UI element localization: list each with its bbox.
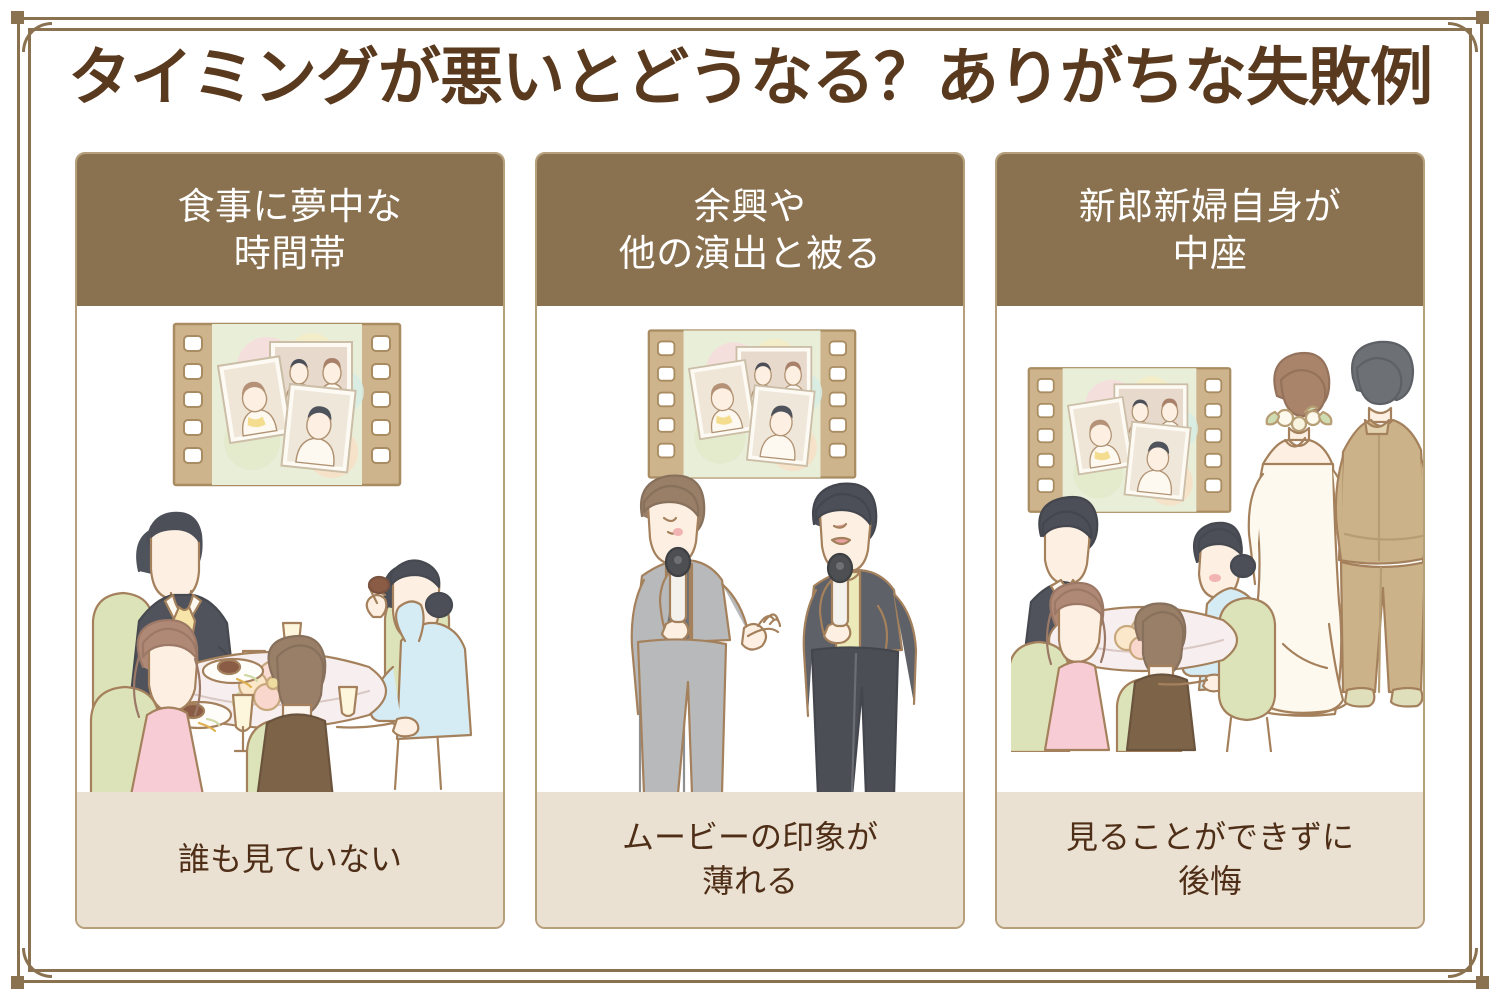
card-header: 食事に夢中な 時間帯: [77, 154, 503, 306]
card-dining-time: 食事に夢中な 時間帯: [75, 152, 505, 929]
card-illustration-dining: [77, 306, 503, 792]
failure-examples-card-group: 食事に夢中な 時間帯: [75, 152, 1425, 929]
card-header-line-1: 新郎新婦自身が: [1078, 185, 1342, 227]
card-header: 新郎新婦自身が 中座: [997, 154, 1423, 306]
corner-ornament-bottom-right: [1445, 945, 1489, 989]
card-couple-away-from-seat: 新郎新婦自身が 中座: [995, 152, 1425, 929]
card-header: 余興や 他の演出と被る: [537, 154, 963, 306]
card-footer: 見ることができずに 後悔: [997, 792, 1423, 927]
card-illustration-speech: [537, 306, 963, 792]
two-speakers-with-microphones-illustration: [630, 474, 918, 792]
card-footer-line-1: 見ることができずに: [1065, 819, 1354, 856]
seated-guests-illustration: [1011, 495, 1277, 752]
card-header-line-1: 食事に夢中な: [177, 185, 403, 227]
corner-arc-icon: [22, 948, 52, 978]
corner-square-icon: [11, 976, 24, 989]
corner-square-icon: [11, 11, 24, 24]
card-header-line-2: 他の演出と被る: [618, 233, 882, 274]
card-footer-line-1: 誰も見ていない: [177, 840, 402, 877]
corner-square-icon: [1476, 11, 1489, 24]
card-footer: ムービーの印象が 薄れる: [537, 792, 963, 927]
card-header-line-2: 中座: [1172, 233, 1248, 274]
card-footer-line-1: ムービーの印象が: [621, 819, 878, 856]
profile-movie-screen-icon: [1027, 367, 1232, 513]
card-footer-line-2: 薄れる: [701, 862, 798, 899]
card-overlapping-performance: 余興や 他の演出と被る: [535, 152, 965, 929]
profile-movie-screen-icon: [647, 329, 857, 479]
card-illustration-couple-leaving: [997, 306, 1423, 792]
card-header-line-2: 時間帯: [233, 233, 347, 274]
corner-ornament-bottom-left: [11, 945, 55, 989]
corner-square-icon: [1476, 976, 1489, 989]
profile-movie-screen-icon: [172, 322, 402, 487]
card-footer: 誰も見ていない: [77, 792, 503, 927]
corner-arc-icon: [1448, 948, 1478, 978]
page-title: タイミングが悪いとどうなる？ありがちな失敗例: [68, 43, 1433, 113]
card-footer-line-2: 後悔: [1177, 862, 1242, 899]
card-header-line-1: 余興や: [693, 185, 807, 227]
guests-dining-illustration: [89, 511, 473, 792]
